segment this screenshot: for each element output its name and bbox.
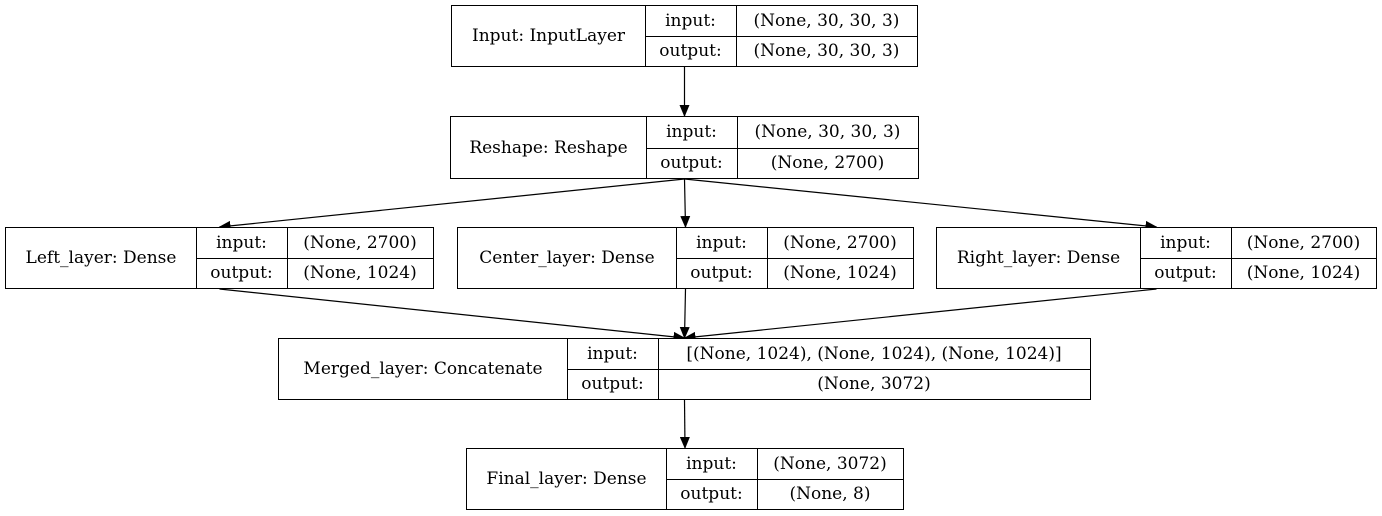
- input-shape: (None, 2700): [303, 233, 417, 253]
- output-shape: (None, 1024): [303, 263, 417, 283]
- layer-node-left: Left_layer: Dense input: output: (None, 270…: [5, 227, 434, 289]
- layer-name: Final_layer: Dense: [486, 469, 647, 489]
- input-shape: (None, 2700): [1246, 233, 1361, 253]
- row-divider: [1140, 258, 1376, 259]
- row-divider: [196, 258, 433, 259]
- layer-name: Left_layer: Dense: [25, 248, 177, 268]
- edge-reshape-to-left: [218, 178, 685, 231]
- edge-center-to-merged: [679, 288, 690, 339]
- input-label: input:: [216, 233, 267, 253]
- output-shape: (None, 30, 30, 3): [753, 41, 900, 61]
- edge-left-to-merged: [219, 288, 686, 342]
- output-label: output:: [1154, 263, 1217, 283]
- output-shape: (None, 1024): [1246, 263, 1361, 283]
- input-label: input:: [686, 454, 737, 474]
- edge-reshape-to-center: [680, 178, 691, 228]
- layer-name: Input: InputLayer: [472, 26, 625, 46]
- layer-node-right: Right_layer: Dense input: output: (None, 27…: [936, 227, 1377, 289]
- layer-node-final: Final_layer: Dense input: output: (None, 30…: [466, 448, 904, 510]
- edge-merged-to-final: [679, 399, 690, 449]
- row-divider: [646, 147, 918, 149]
- output-label: output:: [581, 374, 644, 394]
- input-label: input:: [1160, 233, 1211, 253]
- layer-node-reshape: Reshape: Reshape input: output: (None, 30, …: [450, 116, 919, 179]
- input-label: input:: [665, 11, 716, 31]
- layer-node-center: Center_layer: Dense input: output: (None, 2…: [457, 227, 914, 289]
- input-shape: (None, 2700): [783, 233, 897, 253]
- row-divider: [567, 369, 1090, 370]
- output-shape: (None, 8): [789, 484, 871, 504]
- input-label: input:: [587, 344, 638, 364]
- layer-name: Center_layer: Dense: [479, 248, 655, 268]
- edge-reshape-to-right: [684, 178, 1158, 231]
- layer-name: Merged_layer: Concatenate: [303, 359, 543, 379]
- input-label: input:: [696, 233, 747, 253]
- input-shape: [(None, 1024), (None, 1024), (None, 1024…: [686, 344, 1062, 364]
- output-label: output:: [210, 263, 273, 283]
- output-label: output:: [659, 41, 722, 61]
- layer-node-merged: Merged_layer: Concatenate input: output: [(…: [278, 338, 1091, 400]
- output-label: output:: [680, 484, 743, 504]
- row-divider: [666, 479, 903, 480]
- layer-node-input: Input: InputLayer input: output: (None, 30,…: [451, 5, 918, 67]
- layer-name: Right_layer: Dense: [956, 248, 1121, 268]
- row-divider: [645, 36, 917, 37]
- input-shape: (None, 3072): [773, 454, 887, 474]
- output-shape: (None, 1024): [783, 263, 897, 283]
- output-label: output:: [690, 263, 753, 283]
- output-shape: (None, 2700): [770, 152, 885, 173]
- layer-name: Reshape: Reshape: [469, 137, 628, 158]
- output-shape: (None, 3072): [817, 374, 931, 394]
- output-label: output:: [660, 152, 723, 173]
- input-shape: (None, 30, 30, 3): [753, 11, 900, 31]
- edge-right-to-merged: [683, 288, 1157, 342]
- row-divider: [676, 258, 913, 259]
- input-shape: (None, 30, 30, 3): [754, 122, 901, 143]
- input-label: input:: [666, 122, 717, 143]
